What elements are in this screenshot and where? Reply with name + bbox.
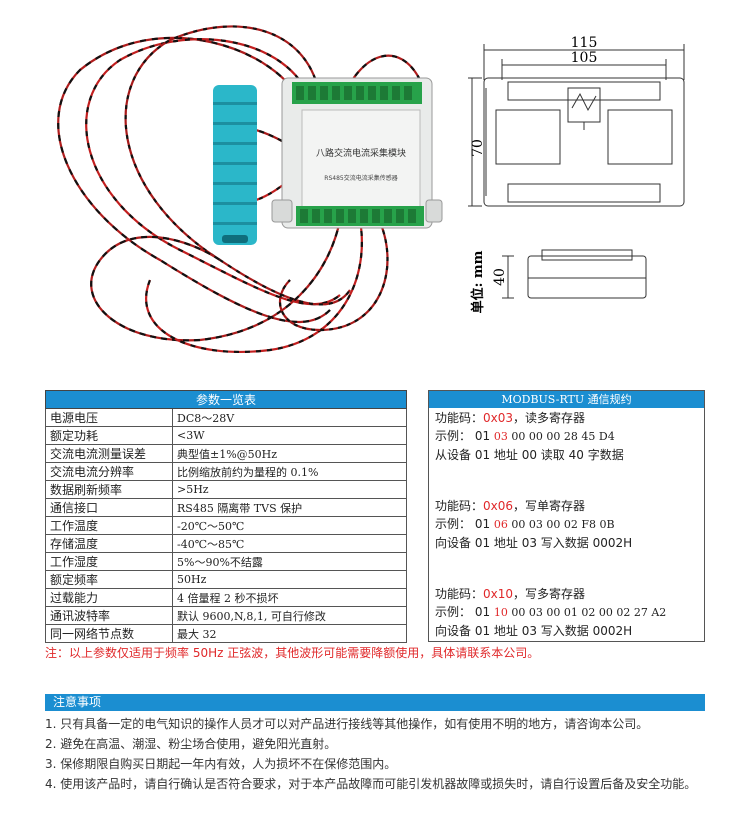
modbus-function-block: 功能码：0x03，读多寄存器示例： 01 03 00 00 00 28 45 D… [435, 409, 624, 464]
func-prefix: 功能码： [435, 411, 484, 425]
table-row: 通讯波特率默认 9600,N,8,1, 可自行修改 [45, 606, 407, 625]
ex-code: 06 [493, 518, 508, 531]
table-row: 交流电流分辨率比例缩放前约为量程的 0.1% [45, 462, 407, 481]
func-suffix: ，写单寄存器 [513, 499, 586, 513]
param-value: 4 倍量程 2 秒不损坏 [172, 588, 407, 607]
param-value: -20℃～50℃ [172, 516, 407, 535]
notice-item: 4. 使用该产品时，请自行确认是否符合要求，对于本产品故障而可能引发机器故障或损… [45, 777, 697, 791]
param-name: 额定功耗 [45, 426, 173, 445]
func-code: 0x10 [483, 587, 514, 601]
description-line: 向设备 01 地址 03 写入数据 0002H [435, 536, 633, 550]
notice-title: 注意事项 [45, 694, 705, 711]
param-name: 工作湿度 [45, 552, 173, 571]
collector-module: 八路交流电流采集模块 RS485交流电流采集传感器 [271, 77, 443, 229]
current-transformer-stack [213, 85, 257, 245]
example-line: 示例： 01 06 00 03 00 02 F8 0B [435, 515, 632, 534]
func-suffix: ，写多寄存器 [513, 587, 586, 601]
ex-prefix: 示例： 01 [435, 605, 494, 619]
ex-suffix: 00 03 00 02 F8 0B [507, 518, 615, 531]
table-row: 同一网络节点数最大 32 [45, 624, 407, 643]
module-sub-label: RS485交流电流采集传感器 [324, 174, 397, 182]
table-row: 交流电流测量误差典型值±1%@50Hz [45, 444, 407, 463]
parameter-note: 注：以上参数仅适用于频率 50Hz 正弦波，其他波形可能需要降额使用，具体请联系… [45, 646, 540, 660]
param-value: 比例缩放前约为量程的 0.1% [172, 462, 407, 481]
description-line: 从设备 01 地址 00 读取 40 字数据 [435, 448, 624, 462]
ex-code: 10 [493, 606, 508, 619]
ex-suffix: 00 00 00 28 45 D4 [507, 430, 615, 443]
param-name: 交流电流测量误差 [45, 444, 173, 463]
modbus-function-block: 功能码：0x06，写单寄存器示例： 01 06 00 03 00 02 F8 0… [435, 497, 632, 552]
modbus-protocol-panel: MODBUS-RTU 通信规约 功能码：0x03，读多寄存器示例： 01 03 … [428, 390, 705, 642]
param-name: 电源电压 [45, 408, 173, 427]
notice-item: 1. 只有具备一定的电气知识的操作人员才可以对产品进行接线等其他操作，如有使用不… [45, 717, 649, 731]
function-code-line: 功能码：0x10，写多寄存器 [435, 585, 666, 603]
dim-height-inner: 70 [470, 139, 486, 157]
func-prefix: 功能码： [435, 499, 484, 513]
param-value: 5%～90%不结露 [172, 552, 407, 571]
func-code: 0x03 [483, 411, 514, 425]
dim-height-outer: 90 [468, 139, 470, 157]
ex-prefix: 示例： 01 [435, 517, 494, 531]
ex-suffix: 00 03 00 01 02 00 02 27 A2 [507, 606, 667, 619]
param-value: -40℃～85℃ [172, 534, 407, 553]
description-line: 向设备 01 地址 03 写入数据 0002H [435, 624, 633, 638]
dim-unit-label: 单位: mm [470, 250, 486, 313]
dim-width-inner: 105 [571, 50, 598, 66]
notice-item: 2. 避免在高温、潮湿、粉尘场合使用，避免阳光直射。 [45, 737, 337, 751]
func-suffix: ，读多寄存器 [513, 411, 586, 425]
param-value: RS485 隔离带 TVS 保护 [172, 498, 407, 517]
param-value: 典型值±1%@50Hz [172, 444, 407, 463]
param-name: 通信接口 [45, 498, 173, 517]
module-label: 八路交流电流采集模块 [316, 147, 406, 159]
product-photo: 八路交流电流采集模块 RS485交流电流采集传感器 [57, 25, 443, 354]
modbus-title: MODBUS-RTU 通信规约 [429, 391, 704, 408]
notice-list: 1. 只有具备一定的电气知识的操作人员才可以对产品进行接线等其他操作，如有使用不… [45, 714, 710, 794]
param-name: 通讯波特率 [45, 606, 173, 625]
param-name: 存储温度 [45, 534, 173, 553]
param-value: 最大 32 [172, 624, 407, 643]
param-name: 数据刷新频率 [45, 480, 173, 499]
param-value: >5Hz [172, 480, 407, 499]
example-line: 示例： 01 03 00 00 00 28 45 D4 [435, 427, 624, 446]
parameter-table-title: 参数一览表 [45, 390, 407, 409]
func-code: 0x06 [483, 499, 514, 513]
table-row: 工作温度-20℃～50℃ [45, 516, 407, 535]
function-code-line: 功能码：0x06，写单寄存器 [435, 497, 632, 515]
example-line: 示例： 01 10 00 03 00 01 02 00 02 27 A2 [435, 603, 666, 622]
param-name: 过载能力 [45, 588, 173, 607]
param-name: 额定频率 [45, 570, 173, 589]
modbus-function-block: 功能码：0x10，写多寄存器示例： 01 10 00 03 00 01 02 0… [435, 585, 666, 640]
param-value: DC8～28V [172, 408, 407, 427]
param-name: 工作温度 [45, 516, 173, 535]
func-prefix: 功能码： [435, 587, 484, 601]
notice-item: 3. 保修期限自购买日期起一年内有效，人为损坏不在保修范围内。 [45, 757, 397, 771]
ex-code: 03 [493, 430, 508, 443]
dimension-drawing: 115 105 90 70 单位: mm 40 [468, 35, 685, 313]
dim-depth: 40 [492, 268, 508, 286]
param-name: 交流电流分辨率 [45, 462, 173, 481]
param-value: <3W [172, 426, 407, 445]
function-code-line: 功能码：0x03，读多寄存器 [435, 409, 624, 427]
ex-prefix: 示例： 01 [435, 429, 494, 443]
table-row: 额定功耗<3W [45, 426, 407, 445]
table-row: 存储温度-40℃～85℃ [45, 534, 407, 553]
param-value: 默认 9600,N,8,1, 可自行修改 [172, 606, 407, 625]
param-value: 50Hz [172, 570, 407, 589]
dim-width-outer: 115 [571, 35, 598, 51]
param-name: 同一网络节点数 [45, 624, 173, 643]
table-row: 数据刷新频率>5Hz [45, 480, 407, 499]
